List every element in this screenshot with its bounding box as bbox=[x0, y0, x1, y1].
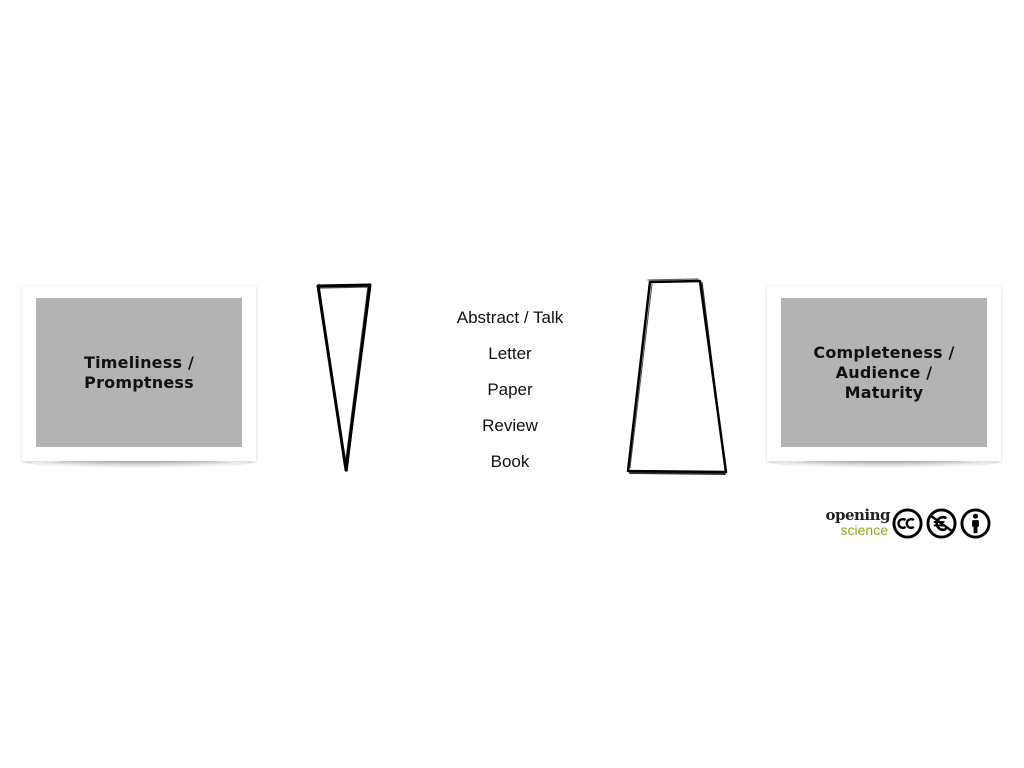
list-item-book: Book bbox=[490, 452, 530, 471]
list-item-paper: Paper bbox=[487, 380, 533, 399]
timeliness-card: Timeliness / Promptness bbox=[22, 286, 256, 461]
trapezoid-shape bbox=[626, 278, 728, 475]
timeliness-card-panel: Timeliness / Promptness bbox=[36, 298, 242, 447]
timeliness-line-1: Timeliness / bbox=[84, 352, 194, 372]
completeness-line-3: Maturity bbox=[844, 382, 924, 402]
completeness-card-label: Completeness / Audience / Maturity bbox=[813, 343, 954, 403]
list-item-letter: Letter bbox=[488, 344, 532, 363]
completeness-card-shadow bbox=[771, 461, 997, 475]
timeliness-card-label: Timeliness / Promptness bbox=[84, 353, 194, 393]
completeness-line-1: Completeness / bbox=[813, 342, 955, 362]
publication-type-list: Abstract / Talk Letter Paper Review Book bbox=[420, 304, 600, 484]
brand-word-science: science bbox=[840, 522, 888, 538]
funnel-shape bbox=[316, 283, 372, 472]
opening-science-logo: opening science bbox=[820, 508, 890, 538]
list-item-review: Review bbox=[482, 416, 538, 435]
completeness-card: Completeness / Audience / Maturity bbox=[767, 286, 1001, 461]
attribution-icon bbox=[960, 508, 991, 539]
completeness-line-2: Audience / bbox=[835, 362, 933, 382]
timeliness-line-2: Promptness bbox=[84, 372, 194, 392]
list-item-abstract-talk: Abstract / Talk bbox=[456, 308, 564, 327]
cc-icon bbox=[892, 508, 923, 539]
noncommercial-euro-icon bbox=[926, 508, 957, 539]
timeliness-card-shadow bbox=[26, 461, 252, 475]
brand-word-opening: opening bbox=[825, 506, 890, 524]
completeness-card-panel: Completeness / Audience / Maturity bbox=[781, 298, 987, 447]
license-footer: opening science bbox=[820, 506, 996, 546]
